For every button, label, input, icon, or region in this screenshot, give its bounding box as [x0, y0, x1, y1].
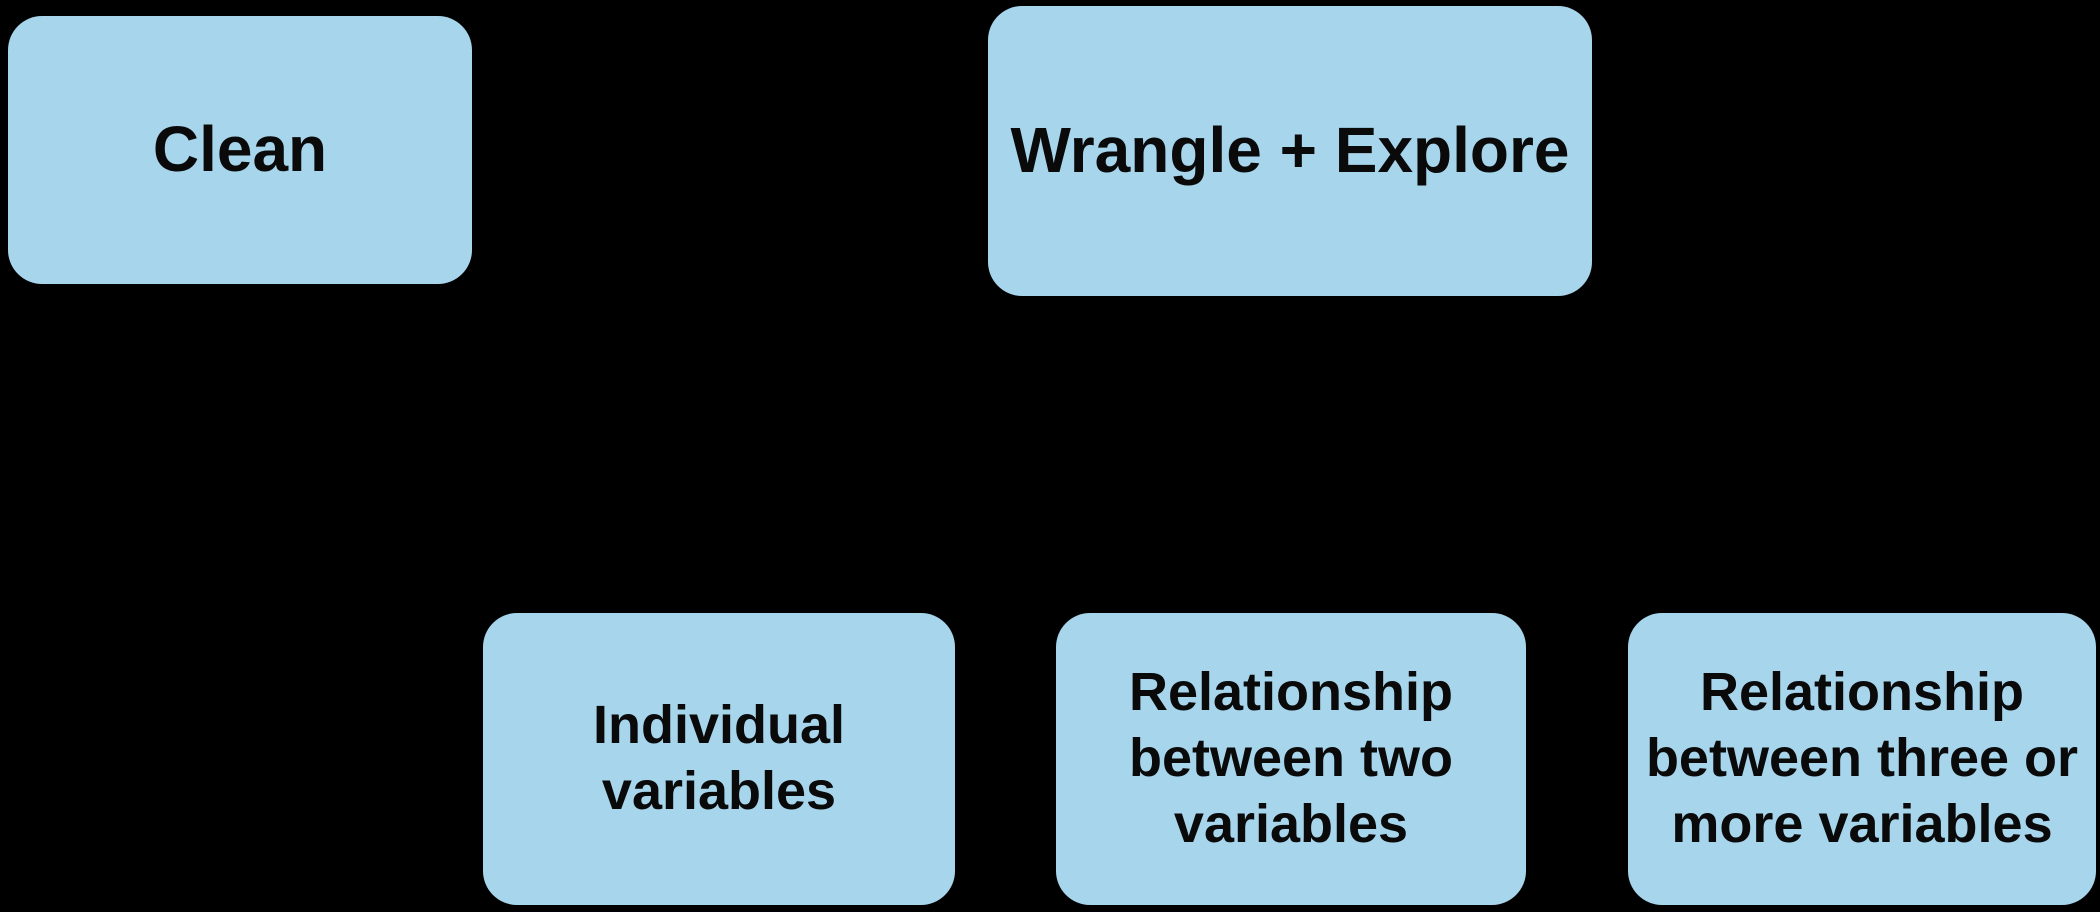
node-label-line: between three or	[1645, 728, 2079, 789]
node-label-line: Individual	[592, 695, 846, 756]
node-label-line: Clean	[152, 113, 328, 186]
node-label-line: Wrangle + Explore	[1010, 114, 1570, 187]
node-relationship-between-two-variables: Relationship between two variables	[1056, 613, 1526, 905]
node-individual-variables: Individual variables	[483, 613, 955, 905]
node-clean: Clean	[8, 16, 472, 284]
node-relationship-between-three-or-more-variables: Relationship between three or more varia…	[1628, 613, 2096, 905]
node-wrangle-explore: Wrangle + Explore	[988, 6, 1592, 296]
node-label-line: between two	[1128, 728, 1454, 789]
node-label-line: Relationship	[1128, 662, 1454, 723]
node-label-line: variables	[601, 761, 837, 821]
node-label-line: variables	[1173, 793, 1409, 854]
node-label-line: Relationship	[1699, 662, 2025, 723]
node-label-line: more variables	[1671, 793, 2053, 854]
